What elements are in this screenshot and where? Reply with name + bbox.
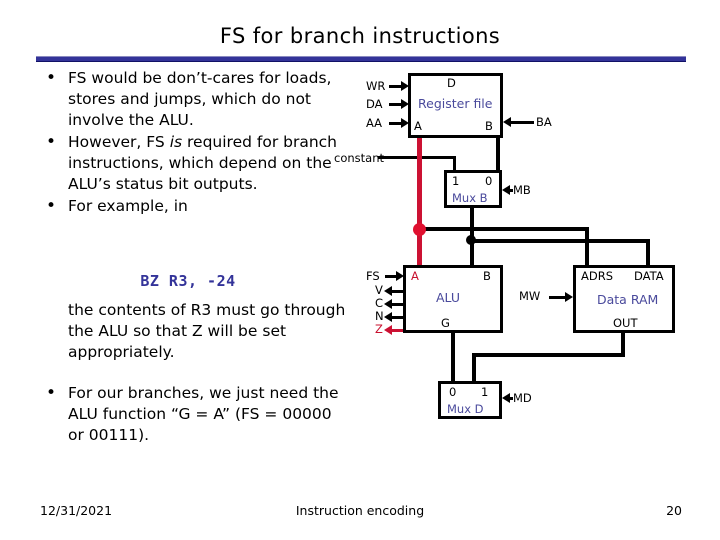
mux-b-name: Mux B	[452, 191, 488, 205]
mux-d-port-1: 1	[481, 385, 489, 399]
wire-z	[390, 329, 404, 332]
arrow-wr-icon	[401, 81, 409, 91]
signal-label-aa: AA	[366, 116, 383, 130]
block-mux-b	[444, 170, 502, 208]
signal-label-n: N	[375, 309, 384, 323]
bullet-text: For our branches, we just need the ALU f…	[68, 384, 339, 444]
list-item: • However, FS is required for branch ins…	[38, 132, 338, 195]
signal-label-ba: BA	[536, 115, 552, 129]
alu-port-b: B	[483, 269, 491, 283]
junction-a-operand	[413, 223, 426, 236]
page-title: FS for branch instructions	[219, 24, 501, 48]
wire-ram-out-run	[472, 353, 625, 357]
arrow-fs-icon	[396, 271, 404, 281]
bullet-text: However, FS is required for branch instr…	[68, 133, 337, 193]
arrow-aa-icon	[401, 118, 409, 128]
block-mux-d	[438, 381, 502, 419]
data-ram-port-data: DATA	[634, 269, 664, 283]
mux-b-port-0: 0	[485, 174, 493, 188]
alu-port-a: A	[411, 269, 419, 283]
register-file-port-d: D	[447, 76, 456, 90]
signal-label-wr: WR	[366, 79, 386, 93]
wire-c	[390, 303, 404, 306]
mux-b-port-1: 1	[452, 174, 460, 188]
wire-n	[390, 316, 404, 319]
wire-da	[389, 103, 403, 106]
data-ram-port-out: OUT	[613, 316, 638, 330]
bullet-marker: •	[46, 196, 57, 216]
register-file-port-a: A	[414, 119, 422, 133]
data-ram-port-adrs: ADRS	[581, 269, 614, 283]
mux-d-name: Mux D	[447, 402, 484, 416]
wire-ram-out-drop	[621, 333, 625, 356]
title-divider	[36, 56, 686, 62]
signal-label-mw: MW	[519, 289, 541, 303]
alu-port-g: G	[441, 316, 450, 330]
bullet-list-last: • For our branches, we just need the ALU…	[38, 383, 343, 447]
signal-label-c: C	[375, 296, 384, 310]
bullet-text: FS would be don’t-cares for loads, store…	[68, 69, 332, 129]
wire-constant-drop	[453, 156, 456, 172]
junction-mux-b-bus	[466, 235, 476, 245]
mux-d-port-0: 0	[449, 385, 457, 399]
arrow-mb-icon	[502, 185, 510, 195]
wire-aa	[389, 122, 403, 125]
footer-title: Instruction encoding	[295, 503, 425, 518]
wire-bus-to-alu-b	[470, 239, 474, 265]
wire-alu-g-out	[451, 333, 455, 381]
signal-label-constant: constant	[334, 151, 384, 165]
bullet-marker: •	[46, 68, 57, 88]
footer-date: 12/31/2021	[40, 503, 113, 518]
bullet-text-emphasis: is	[169, 133, 183, 151]
footer-page-number: 20	[666, 503, 682, 518]
wire-bus-to-ram-adrs	[585, 227, 589, 265]
wire-v	[390, 290, 404, 293]
arrow-mw-icon	[565, 292, 573, 302]
arrow-c-icon	[384, 299, 392, 309]
code-snippet: BZ R3, -24	[140, 272, 236, 290]
signal-label-v: V	[375, 283, 383, 297]
bullet-marker: •	[46, 132, 57, 152]
bullet-marker: •	[46, 383, 57, 403]
signal-label-mb: MB	[513, 183, 531, 197]
data-ram-name: Data RAM	[597, 292, 659, 307]
wire-ram-out-to-mux-d	[472, 353, 476, 381]
arrow-da-icon	[401, 99, 409, 109]
arrow-n-icon	[384, 312, 392, 322]
wire-mux-b-out	[470, 208, 474, 239]
wire-wr	[389, 85, 403, 88]
list-item: • FS would be don’t-cares for loads, sto…	[38, 68, 338, 131]
block-register-file	[408, 73, 503, 138]
body-paragraph: the contents of R3 must go through the A…	[68, 301, 346, 361]
wire-bus-upper	[419, 227, 589, 231]
block-data-ram	[573, 265, 675, 333]
arrow-ba-icon	[503, 117, 511, 127]
list-item: • For example, in	[38, 196, 338, 217]
bullet-text-pre: However, FS	[68, 133, 170, 151]
register-file-port-b: B	[485, 119, 493, 133]
signal-label-fs: FS	[366, 269, 380, 283]
arrow-v-icon	[384, 286, 392, 296]
arrow-md-icon	[502, 393, 510, 403]
bullet-text: For example, in	[68, 197, 188, 215]
block-alu	[403, 265, 503, 333]
wire-fs	[385, 275, 399, 278]
signal-label-md: MD	[513, 391, 532, 405]
wire-a-operand-highlight	[417, 138, 422, 266]
list-item: • For our branches, we just need the ALU…	[38, 383, 343, 446]
register-file-name: Register file	[418, 96, 493, 111]
bullet-list: • FS would be don’t-cares for loads, sto…	[38, 68, 338, 218]
signal-label-da: DA	[366, 97, 383, 111]
wire-bus-lower	[470, 239, 650, 243]
wire-bus-to-ram-data	[646, 239, 650, 265]
bullet-text-post: required for branch instructions, which …	[68, 133, 338, 193]
arrow-z-icon	[384, 325, 392, 335]
wire-mw	[549, 296, 567, 299]
alu-name: ALU	[436, 290, 461, 305]
wire-ba	[511, 121, 534, 124]
signal-label-z: Z	[375, 322, 383, 336]
wire-regfile-b-out	[496, 137, 500, 172]
